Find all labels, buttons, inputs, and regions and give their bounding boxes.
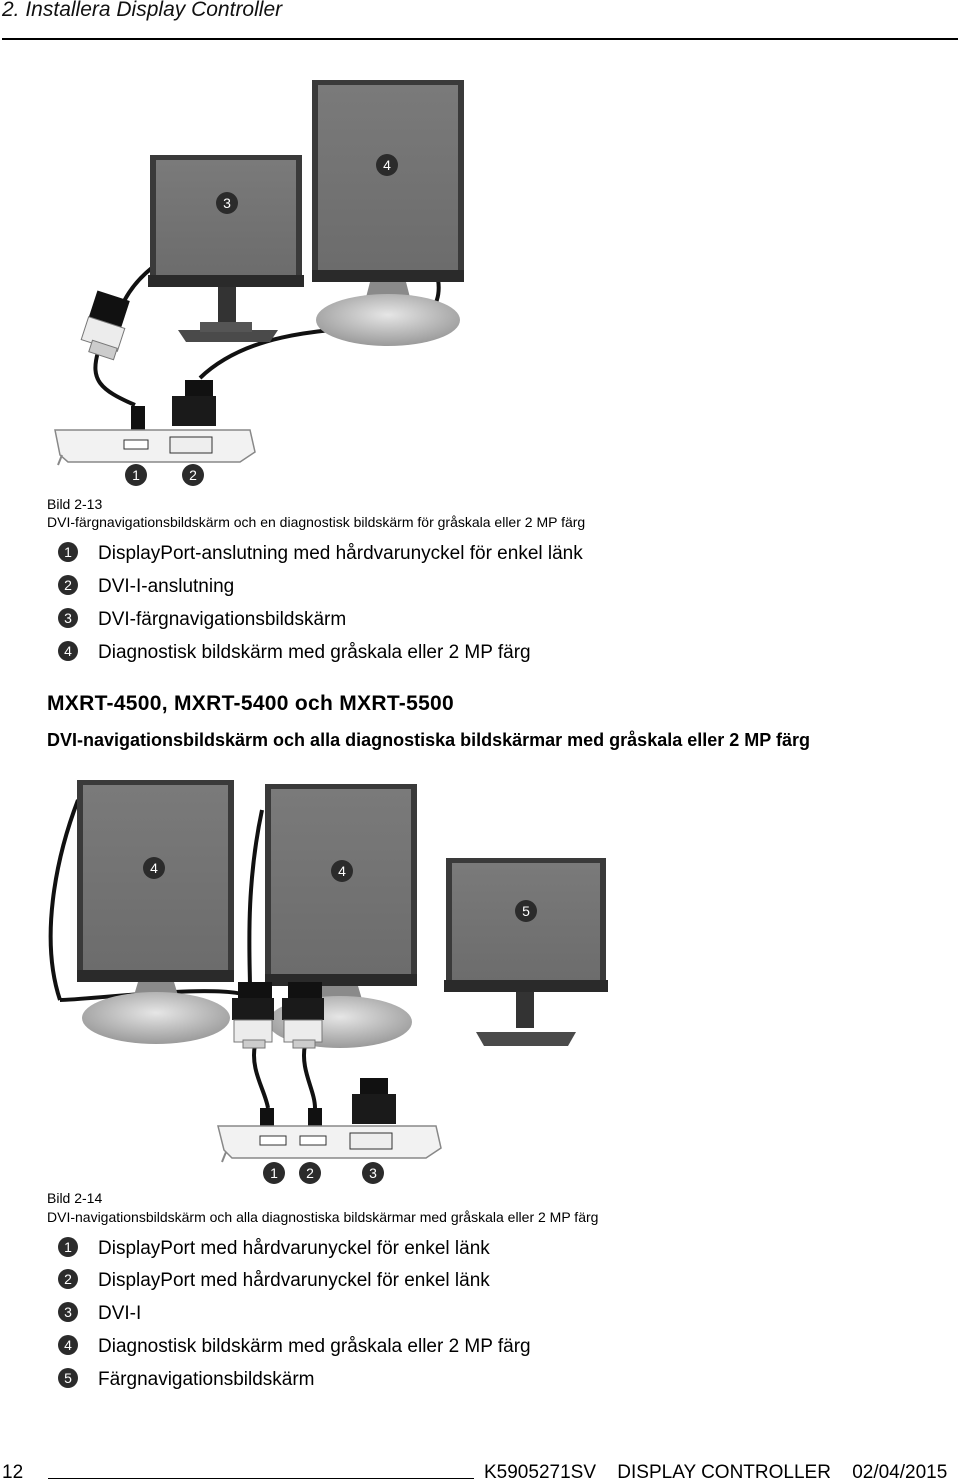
- callout-4: 4: [376, 154, 398, 176]
- svg-text:4: 4: [150, 860, 158, 876]
- legend-text: Diagnostisk bildskärm med gråskala eller…: [98, 642, 531, 663]
- callout-1: 1: [125, 464, 147, 486]
- legend-item: 1 DisplayPort med hårdvarunyckel för enke…: [58, 1236, 490, 1264]
- dvi-connector-illustration: [352, 1078, 396, 1124]
- footer-doc-info: K5905271SV DISPLAY CONTROLLER 02/04/2015: [484, 1462, 947, 1484]
- callout-2: 2: [182, 464, 204, 486]
- navigation-monitor-illustration: [444, 858, 608, 1046]
- legend-text: Diagnostisk bildskärm med gråskala eller…: [98, 1336, 531, 1357]
- callout-2: 2: [299, 1162, 321, 1184]
- footer-rule: [48, 1478, 474, 1479]
- dvi-connector-illustration: [131, 380, 216, 430]
- diagnostic-monitor-illustration: [77, 780, 234, 1044]
- figure-1-legend: 1 DisplayPort-anslutning med hårdvarunyck…: [58, 541, 938, 683]
- legend-number-badge: 1: [58, 541, 78, 562]
- callout-3: 3: [216, 192, 238, 214]
- legend-item: 1 DisplayPort-anslutning med hårdvarunyck…: [58, 541, 583, 569]
- displayport-dongle-illustration: [232, 982, 274, 1049]
- chapter-title: 2. Installera Display Controller: [2, 0, 283, 21]
- legend-number-badge: 5: [58, 1367, 78, 1388]
- callout-4: 4: [143, 857, 165, 879]
- diagnostic-monitor-illustration: [265, 784, 417, 1048]
- graphics-card-illustration: [54, 429, 256, 466]
- legend-item: 3 DVI-färgnavigationsbildskärm: [58, 607, 347, 635]
- legend-item: 5 Färgnavigationsbildskärm: [58, 1367, 315, 1395]
- figure-1-caption-number: Bild 2-13: [47, 496, 103, 512]
- legend-number-badge: 4: [58, 640, 78, 661]
- figure-1-caption-text: DVI-färgnavigationsbildskärm och en diag…: [47, 514, 586, 530]
- svg-text:2: 2: [189, 467, 197, 483]
- section-title: MXRT-4500, MXRT-5400 och MXRT-5500: [47, 692, 455, 715]
- legend-text: DVI-I-anslutning: [98, 576, 235, 597]
- callout-5: 5: [515, 900, 537, 922]
- legend-item: 2 DVI-I-anslutning: [58, 574, 235, 602]
- header-rule: [2, 38, 958, 40]
- graphics-card-illustration: [217, 1125, 442, 1163]
- callout-1: 1: [263, 1162, 285, 1184]
- callout-3: 3: [362, 1162, 384, 1184]
- svg-text:3: 3: [223, 195, 231, 211]
- legend-text: DVI-färgnavigationsbildskärm: [98, 609, 347, 630]
- doc-date: 02/04/2015: [852, 1462, 948, 1483]
- svg-text:4: 4: [338, 863, 346, 879]
- legend-item: 4 Diagnostisk bildskärm med gråskala elle…: [58, 640, 531, 668]
- doc-id: K5905271SV: [484, 1462, 596, 1483]
- legend-text: DisplayPort-anslutning med hårdvarunycke…: [98, 543, 583, 564]
- figure-2-caption-text: DVI-navigationsbildskärm och alla diagno…: [47, 1209, 599, 1225]
- legend-text: Färgnavigationsbildskärm: [98, 1369, 315, 1390]
- product-name: DISPLAY CONTROLLER: [617, 1462, 831, 1483]
- legend-number-badge: 2: [58, 574, 78, 595]
- legend-number-badge: 4: [58, 1334, 78, 1355]
- svg-text:5: 5: [522, 903, 530, 919]
- svg-text:3: 3: [369, 1165, 377, 1181]
- navigation-monitor-illustration: [148, 155, 304, 342]
- diagnostic-monitor-illustration: [312, 80, 464, 346]
- legend-item: 3 DVI-I: [58, 1301, 142, 1329]
- displayport-dongle-illustration: [80, 290, 130, 361]
- svg-text:1: 1: [132, 467, 140, 483]
- section-subtitle: DVI-navigationsbildskärm och alla diagno…: [47, 730, 810, 750]
- svg-text:2: 2: [306, 1165, 314, 1181]
- legend-number-badge: 3: [58, 1301, 78, 1322]
- legend-item: 2 DisplayPort med hårdvarunyckel för enke…: [58, 1268, 490, 1296]
- displayport-dongle-illustration: [282, 982, 324, 1049]
- figure-2-caption-number: Bild 2-14: [47, 1190, 103, 1206]
- callout-4: 4: [331, 860, 353, 882]
- legend-text: DisplayPort med hårdvarunyckel för enkel…: [98, 1238, 490, 1259]
- legend-text: DVI-I: [98, 1303, 142, 1324]
- figure-2-13: 4 3 1 2: [0, 60, 960, 490]
- legend-item: 4 Diagnostisk bildskärm med gråskala elle…: [58, 1334, 531, 1362]
- svg-text:1: 1: [270, 1165, 278, 1181]
- legend-number-badge: 1: [58, 1236, 78, 1257]
- legend-number-badge: 3: [58, 607, 78, 628]
- page-number: 12: [2, 1462, 24, 1483]
- legend-number-badge: 2: [58, 1268, 78, 1289]
- legend-text: DisplayPort med hårdvarunyckel för enkel…: [98, 1270, 490, 1291]
- figure-2-14: 4 4 5 1 2 3: [0, 770, 960, 1190]
- svg-text:4: 4: [383, 157, 391, 173]
